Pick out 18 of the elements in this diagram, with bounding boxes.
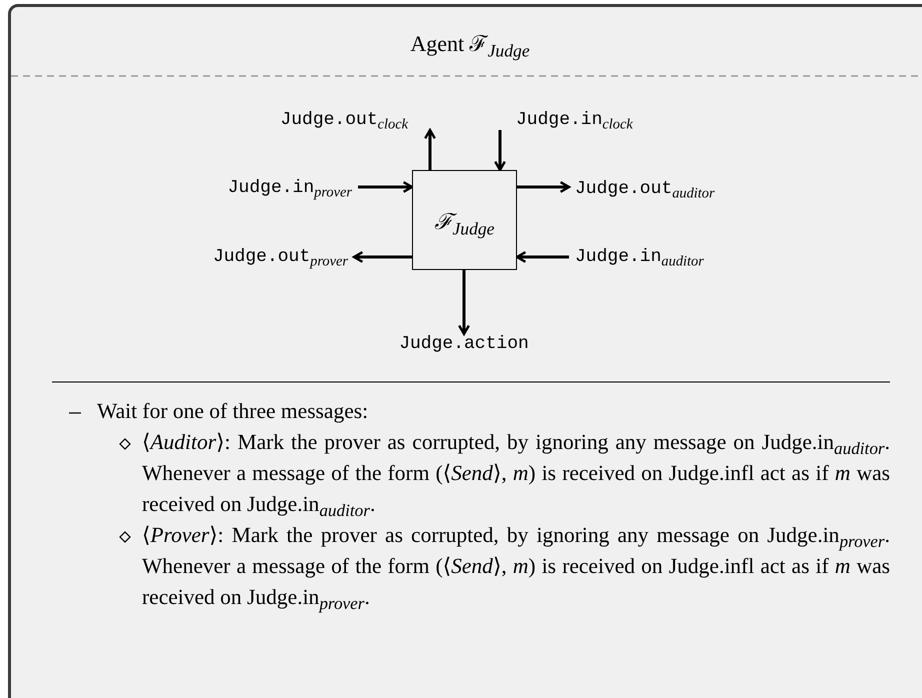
arrow	[517, 181, 570, 193]
list-item-text: ⟨Auditor⟩: Mark the prover as corrupted, by ignoring any message on Judge.in$_{auditor}$. Whenever a message of the form (⟨Send⟩, m) is received on Judge.infl act as if m was received on Judge.in$_{auditor}$.	[142, 429, 890, 520]
list-heading: Wait for one of three messages:	[97, 398, 370, 425]
process-box: ℱ$_{Judge}$	[412, 170, 517, 270]
port-label: Judge.out$_{auditor}$	[575, 179, 715, 199]
arrow	[494, 130, 506, 172]
arrow	[358, 181, 414, 193]
port-label: Judge.in$_{auditor}$	[575, 247, 704, 267]
arrow	[516, 251, 569, 263]
arrow	[424, 128, 436, 170]
port-label: Judge.out$_{clock}$	[280, 110, 408, 130]
arrow	[458, 270, 470, 336]
port-label: Judge.out$_{prover}$	[212, 247, 348, 267]
list-item-text: ⟨Prover⟩: Mark the prover as corrupted, by ignoring any message on Judge.in$_{prover}$. Whenever a message of the form (⟨Send⟩, m) is received on Judge.infl act as if m was received on Judge.in$_{prover}$.	[142, 522, 890, 613]
port-label: Judge.in$_{prover}$	[228, 178, 352, 198]
port-label: Judge.in$_{clock}$	[516, 110, 633, 130]
arrow	[352, 251, 412, 263]
port-label: Judge.action	[399, 334, 529, 354]
